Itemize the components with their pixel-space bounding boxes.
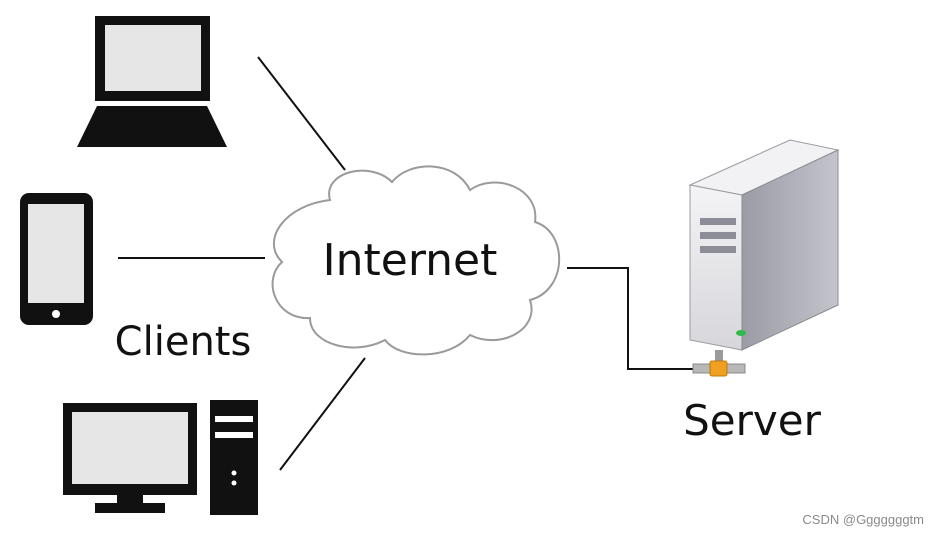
desktop-computer-icon — [63, 400, 258, 515]
server-label: Server — [683, 396, 821, 445]
server-tower-icon — [688, 139, 840, 351]
laptop-icon — [77, 16, 227, 147]
network-connector-icon — [692, 350, 746, 377]
laptop-connection-line — [257, 56, 346, 171]
smartphone-icon — [20, 193, 93, 325]
server-connection-line — [567, 267, 700, 370]
internet-label: Internet — [323, 235, 498, 286]
connection-lines — [118, 56, 700, 471]
watermark-text: CSDN @Gggggggtm — [802, 512, 924, 527]
clients-label: Clients — [115, 319, 252, 365]
cloud-icon: Internet — [271, 165, 561, 356]
desktop-connection-line — [279, 357, 366, 471]
